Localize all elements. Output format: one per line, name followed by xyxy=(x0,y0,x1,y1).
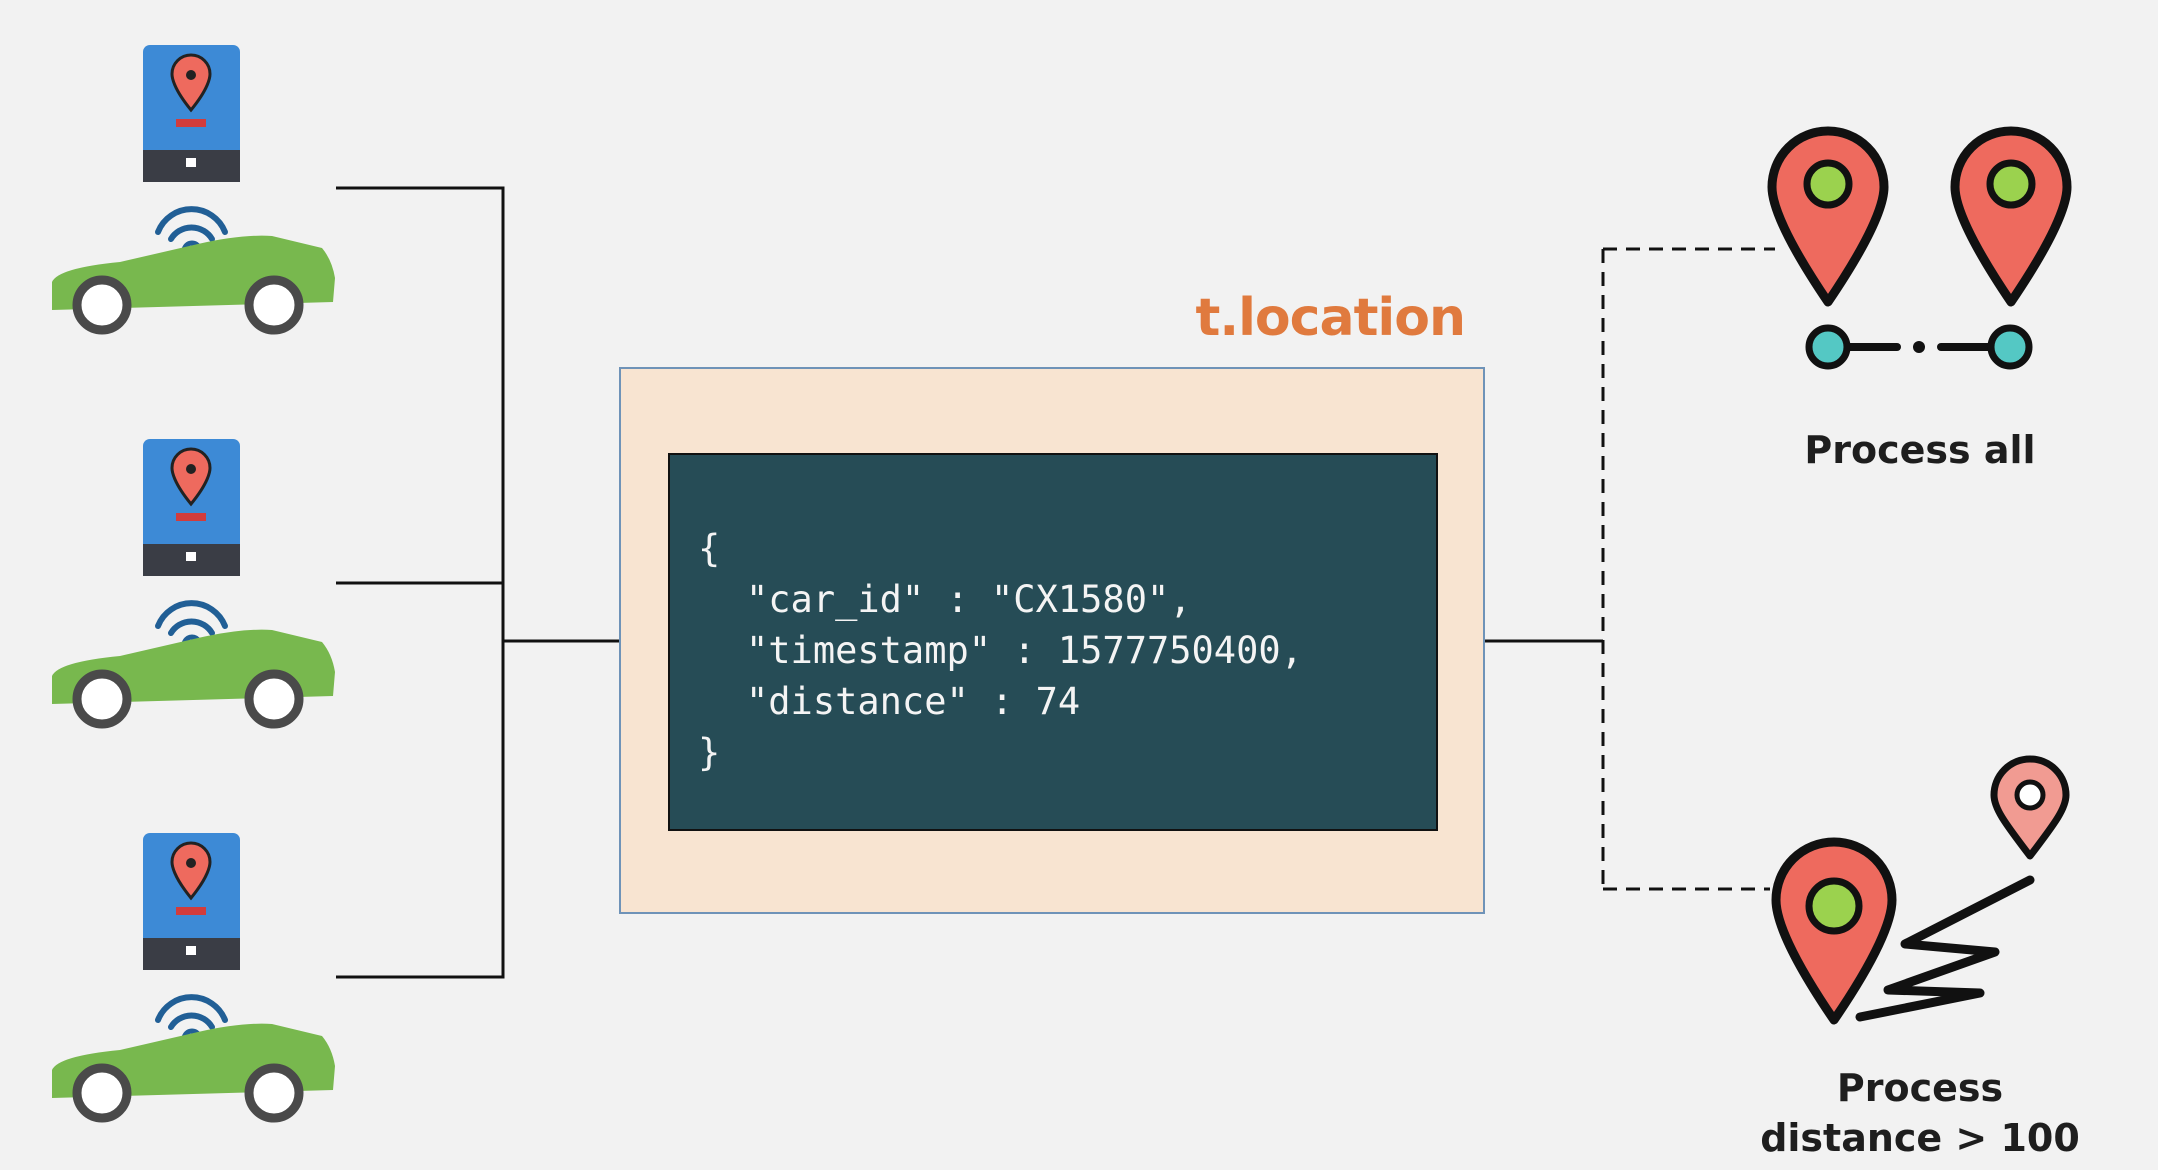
json-line: "car_id" : "CX1580", xyxy=(746,578,1192,621)
message-payload: { "car_id" : "CX1580", "timestamp" : 157… xyxy=(668,453,1438,831)
json-line: "distance" : 74 xyxy=(746,680,1081,723)
topic-name: t.location xyxy=(1195,288,1467,348)
phone-gps-icon xyxy=(143,45,240,182)
consumer-caption-process-all: Process all xyxy=(1710,425,2130,475)
json-open-brace: { xyxy=(698,527,721,570)
caption-line: distance > 100 xyxy=(1760,1116,2080,1160)
caption-line: Process all xyxy=(1804,428,2036,472)
consumer-connectors xyxy=(1438,247,1775,891)
consumer-caption-process-distance: Process distance > 100 xyxy=(1710,1063,2130,1163)
json-close-brace: } xyxy=(698,731,721,774)
connected-car-icon xyxy=(52,439,335,724)
producer-connectors xyxy=(336,186,668,979)
connected-car-icon xyxy=(52,833,335,1118)
connected-car-icon xyxy=(52,45,335,335)
car-icon xyxy=(52,235,335,335)
json-line: "timestamp" : 1577750400, xyxy=(746,629,1303,672)
distance-route-icon xyxy=(1771,755,2070,1025)
caption-line: Process xyxy=(1836,1066,2004,1110)
route-pins-icon xyxy=(1767,126,2072,370)
